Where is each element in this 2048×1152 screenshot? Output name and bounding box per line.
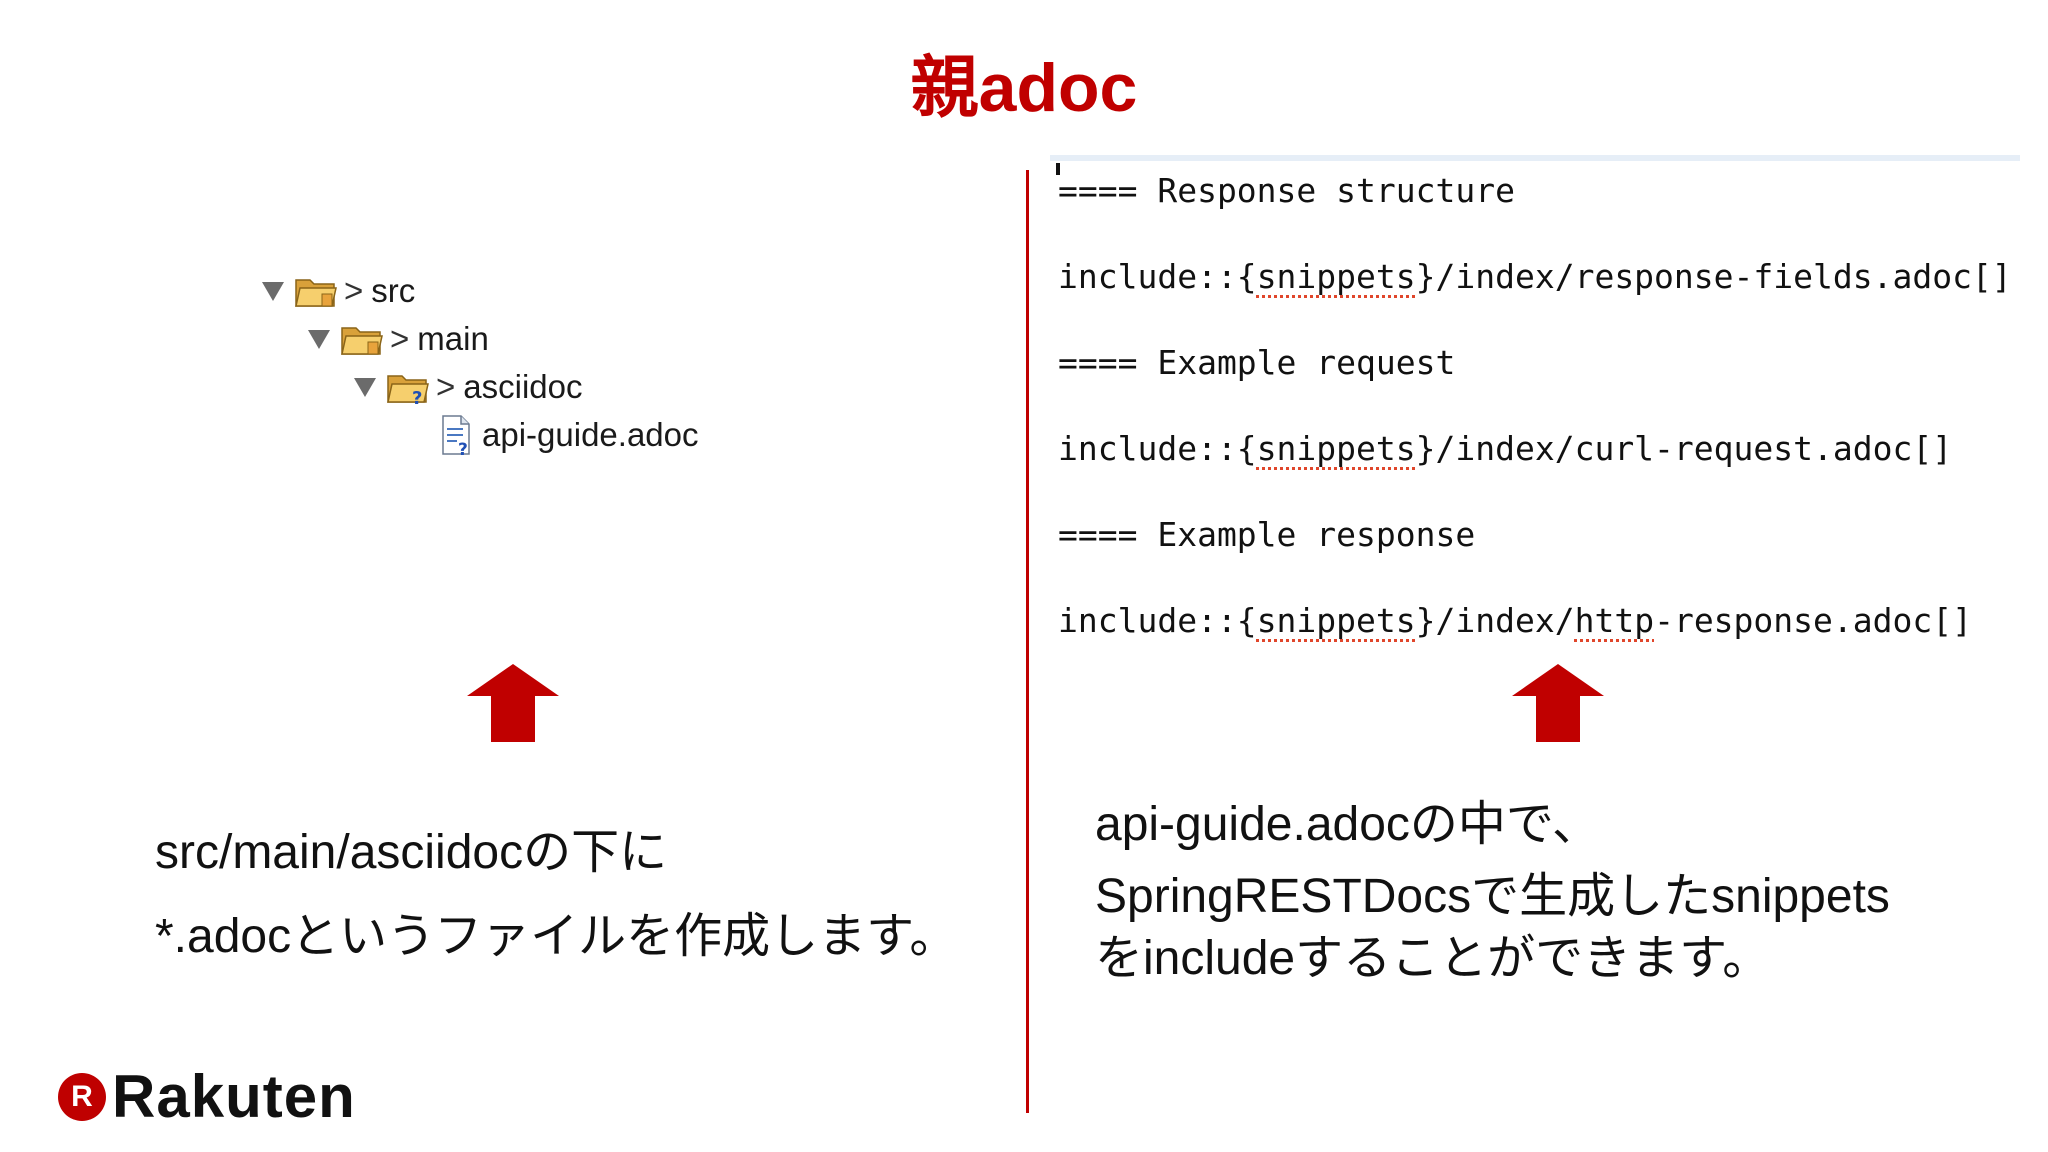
- svg-text:?: ?: [458, 440, 468, 456]
- expanded-triangle-icon[interactable]: [308, 329, 330, 349]
- code-line-include: include::{snippets}/index/curl-request.a…: [1058, 429, 1953, 468]
- tree-item-api-guide[interactable]: ? api-guide.adoc: [440, 412, 699, 458]
- logo-badge: R: [58, 1072, 106, 1121]
- tree-prefix: >: [390, 320, 410, 357]
- logo-wordmark: Rakuten: [112, 1063, 356, 1130]
- spellcheck-word: snippets: [1256, 257, 1416, 296]
- code-line: ==== Response structure: [1058, 171, 1515, 210]
- code-line: ==== Example request: [1058, 343, 1456, 382]
- up-arrow-icon: [1512, 664, 1604, 742]
- vertical-divider: [1026, 170, 1029, 1113]
- tree-prefix: >: [436, 368, 456, 405]
- open-folder-icon: [341, 327, 383, 355]
- caption-line: api-guide.adocの中で、: [1095, 798, 1600, 851]
- caption-line: src/main/asciidocの下に: [155, 826, 668, 879]
- unversioned-folder-icon: ?: [387, 375, 429, 406]
- caption-line: をincludeすることができます。: [1095, 932, 1771, 985]
- rakuten-logo: R Rakuten: [58, 1062, 356, 1131]
- right-caption: api-guide.adocの中で、 SpringRESTDocsで生成したsn…: [1095, 794, 1890, 990]
- text-cursor: [1056, 163, 1060, 175]
- code-excerpt: ==== Response structure include::{snippe…: [1050, 155, 2020, 646]
- spellcheck-word: snippets: [1256, 429, 1416, 468]
- caption-line: *.adocというファイルを作成します。: [155, 910, 958, 963]
- up-arrow-icon: [467, 664, 559, 742]
- open-folder-icon: [295, 279, 337, 307]
- slide-title: 親adoc: [910, 50, 1138, 126]
- svg-text:?: ?: [412, 388, 422, 406]
- tree-label-asciidoc: asciidoc: [463, 368, 583, 405]
- code-line-include: include::{snippets}/index/response-field…: [1058, 257, 2012, 296]
- tree-label-src: src: [371, 272, 416, 309]
- tree-label-api-guide: api-guide.adoc: [482, 416, 699, 453]
- code-line: ==== Example response: [1058, 515, 1476, 554]
- left-caption: src/main/asciidocの下に *.adocというファイルを作成します…: [155, 822, 957, 968]
- tree-item-main[interactable]: > main: [308, 316, 489, 362]
- expanded-triangle-icon[interactable]: [262, 281, 284, 301]
- tree-item-src[interactable]: > src: [262, 268, 415, 314]
- tree-item-asciidoc[interactable]: ? > asciidoc: [354, 364, 583, 410]
- tree-prefix: >: [344, 272, 364, 309]
- unversioned-file-icon: ?: [442, 415, 470, 456]
- expanded-triangle-icon[interactable]: [354, 377, 376, 397]
- code-line-include: include::{snippets}/index/http-response.…: [1058, 601, 1972, 640]
- caption-line: SpringRESTDocsで生成したsnippets: [1095, 870, 1890, 923]
- spellcheck-word: snippets: [1256, 601, 1416, 640]
- spellcheck-word: http: [1574, 601, 1655, 640]
- tree-label-main: main: [417, 320, 489, 357]
